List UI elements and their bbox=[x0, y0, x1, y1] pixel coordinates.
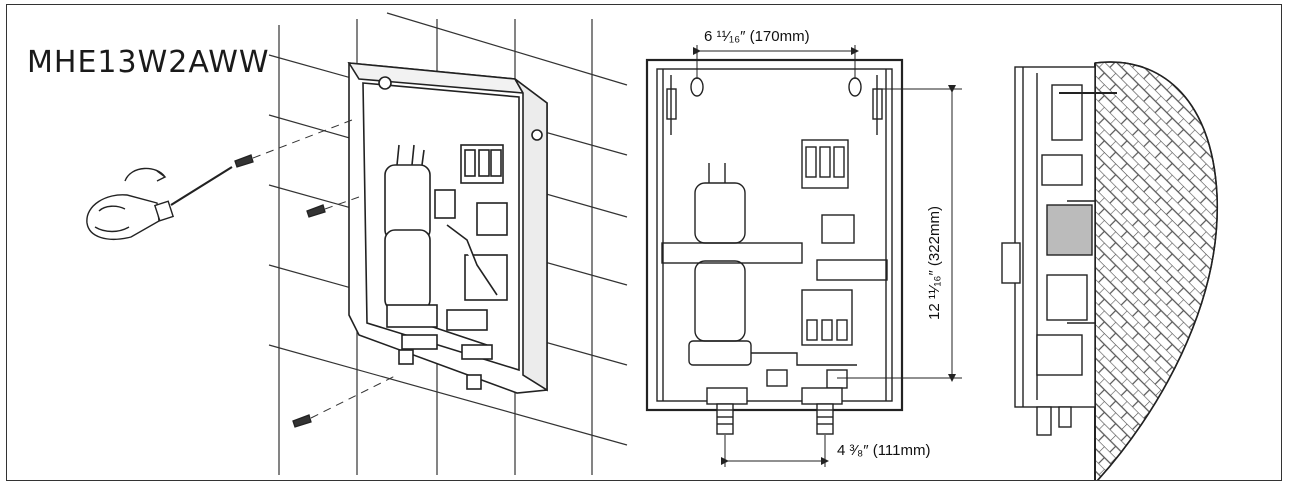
mounting-screw-bottom bbox=[292, 374, 398, 428]
front-dimension-view bbox=[645, 45, 962, 467]
model-label: MHE13W2AWW bbox=[27, 45, 270, 80]
top-dimension-label: 6 ¹¹⁄₁₆″ (170mm) bbox=[704, 28, 810, 45]
mounting-screw-top bbox=[234, 119, 353, 168]
diagram-frame: MHE13W2AWW bbox=[6, 4, 1282, 481]
installation-diagram: 6 ¹¹⁄₁₆″ (170mm) 4 ³⁄₈″ (111mm) 12 ¹¹⁄₁₆… bbox=[86, 12, 1219, 480]
top-dimension-line bbox=[693, 45, 859, 79]
side-mounted-view bbox=[1001, 61, 1219, 480]
screwdriver-icon bbox=[86, 166, 233, 241]
mounting-screw-mid bbox=[306, 196, 360, 218]
vertical-dimension-label: 12 ¹¹⁄₁₆″ (322mm) bbox=[926, 206, 943, 320]
bottom-dimension-label: 4 ³⁄₈″ (111mm) bbox=[837, 442, 931, 459]
heater-housing bbox=[347, 62, 548, 394]
vertical-dimension-line bbox=[837, 85, 962, 382]
bottom-dimension-line bbox=[721, 435, 829, 467]
isometric-install-view bbox=[86, 12, 628, 475]
